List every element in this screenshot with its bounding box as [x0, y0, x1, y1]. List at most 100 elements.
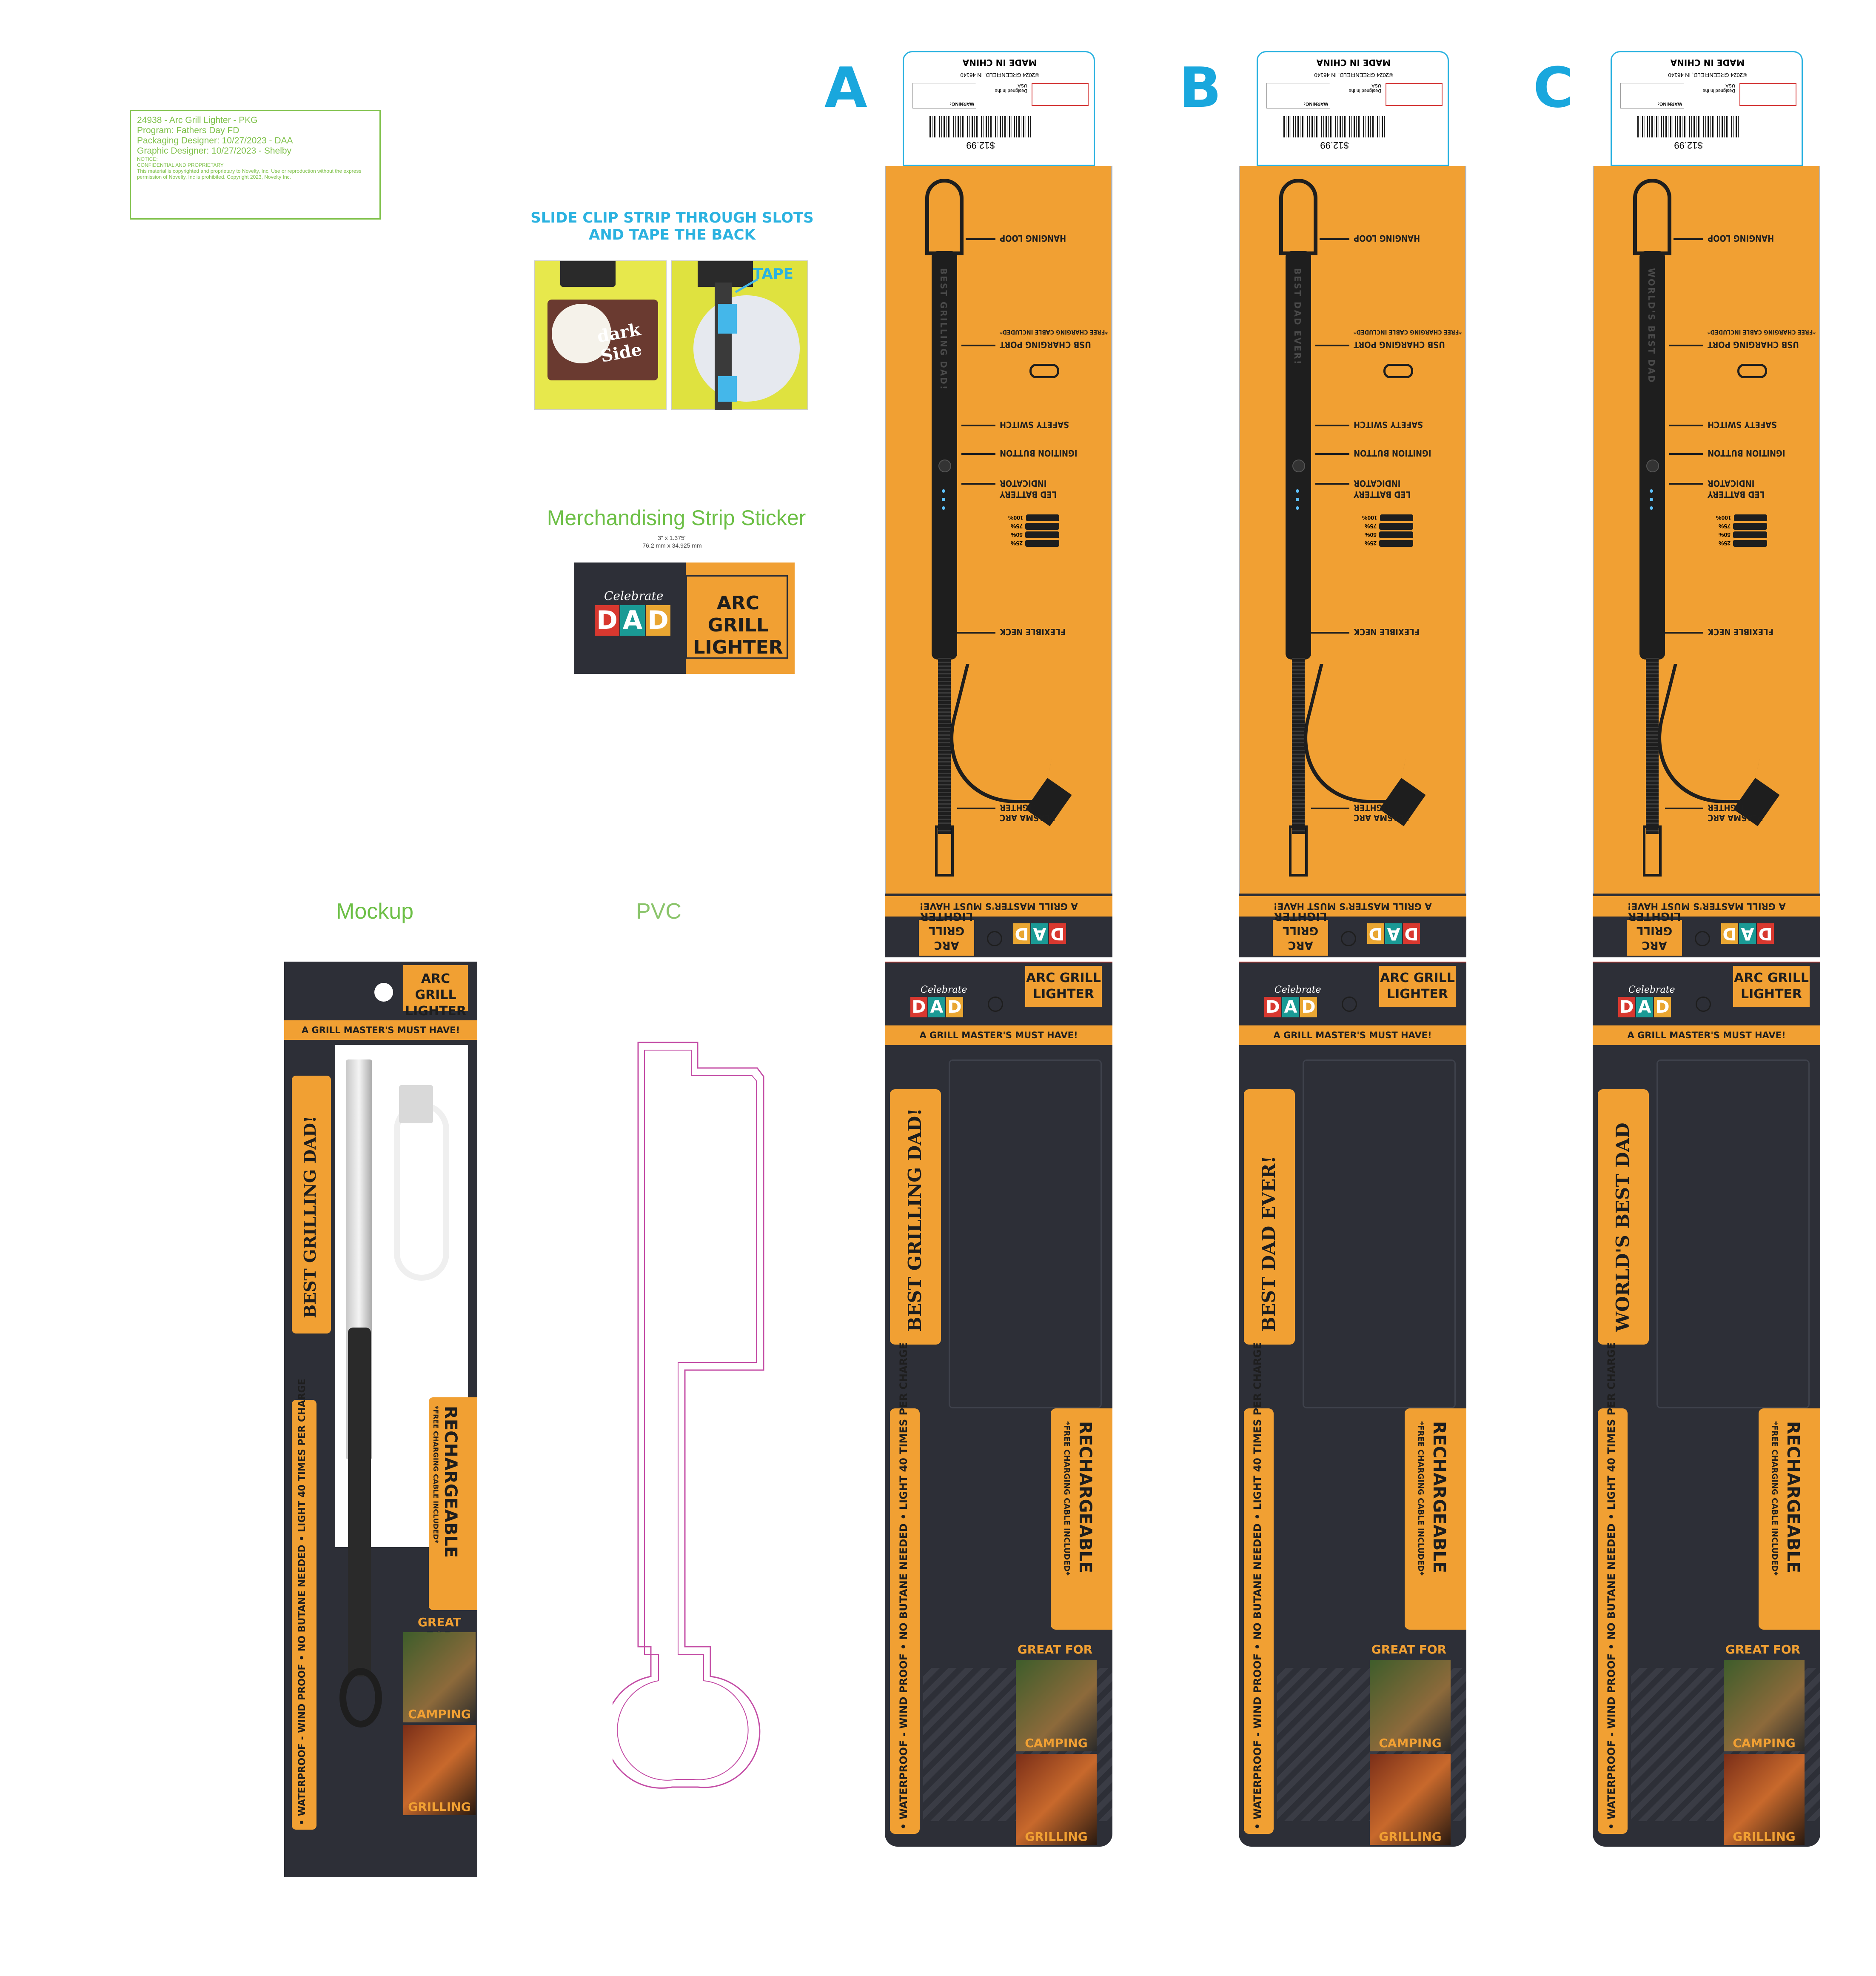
front-hang-hole	[988, 997, 1003, 1012]
must-have-strip: A GRILL MASTER'S MUST HAVE!	[885, 1025, 1112, 1045]
warning-box: WARNING:	[1266, 83, 1330, 109]
callout-line-ignition	[961, 453, 995, 455]
callout-line-ignition	[1669, 453, 1703, 455]
led-3	[1650, 506, 1653, 510]
hang-tab: MADE IN CHINA ©2024 GREENFIELD, IN 46140…	[903, 51, 1095, 166]
dad-flipped-letter-1: D	[1403, 923, 1420, 944]
hang-tab: MADE IN CHINA ©2024 GREENFIELD, IN 46140…	[1257, 51, 1449, 166]
package-column-b: MADE IN CHINA ©2024 GREENFIELD, IN 46140…	[1239, 51, 1466, 1847]
callout-hanging-loop: HANGING LOOP	[1708, 233, 1774, 243]
flag-box	[1739, 83, 1796, 106]
front-hang-hole	[1696, 997, 1711, 1012]
battery-level-3: 50%	[1718, 531, 1731, 538]
warning-box: WARNING:	[912, 83, 976, 109]
sticker-product-line-1: ARC GRILL	[707, 592, 769, 636]
camping-label: CAMPING	[1733, 1736, 1796, 1750]
mockup-lighter-body	[348, 1328, 371, 1676]
price-label: $12.99	[966, 140, 995, 151]
callout-plasma-arc: PLASMA ARC	[1708, 813, 1763, 823]
callout-flexible-neck: FLEXIBLE NECK	[1000, 627, 1066, 637]
logo-box-flipped: ARC GRILL LIGHTER	[1273, 910, 1328, 956]
callout-line-usb	[961, 345, 995, 346]
rechargeable-text: RECHARGEABLE	[1429, 1421, 1449, 1573]
callout-hanging-loop: HANGING LOOP	[1354, 233, 1420, 243]
designed-label: Designed in the USA	[995, 83, 1027, 93]
callout-lighter: LIGHTER	[1000, 802, 1037, 813]
barcode	[1283, 116, 1386, 137]
diagram-engraving: WORLD'S BEST DAD	[1646, 268, 1656, 384]
callout-line-loop	[1320, 238, 1349, 240]
hang-hole-flipped	[987, 931, 1002, 946]
sticker-dim-1: 3" x 1.375"	[658, 534, 687, 541]
diagram-flexible-neck	[1292, 655, 1305, 834]
diagram-flexible-neck	[1646, 655, 1659, 834]
callout-indicator: INDICATOR	[1354, 478, 1401, 488]
rechargeable-panel: RECHARGEABLE *FREE CHARGING CABLE INCLUD…	[1051, 1408, 1112, 1630]
must-have-strip: A GRILL MASTER'S MUST HAVE!	[1593, 1025, 1820, 1045]
notice-label: NOTICE:	[137, 156, 158, 162]
tagline-panel: WORLD'S BEST DAD	[1598, 1089, 1649, 1345]
callout-flexible-neck: FLEXIBLE NECK	[1354, 627, 1420, 637]
made-in-label: MADE IN CHINA	[1670, 57, 1745, 68]
free-cable-text: *FREE CHARGING CABLE INCLUDED*	[1416, 1421, 1425, 1576]
battery-level-4: 25%	[1010, 540, 1023, 547]
dad-letter-1: D	[1264, 997, 1281, 1017]
dad-letter-2: A	[1636, 997, 1653, 1017]
sticker-frame	[686, 575, 788, 659]
address-label: ©2024 GREENFIELD, IN 46140	[960, 72, 1039, 78]
orange-back-panel	[885, 166, 1112, 894]
mockup-camping-label: CAMPING	[408, 1707, 471, 1721]
column-letter-a: A	[824, 55, 867, 120]
callout-safety-switch: SAFETY SWITCH	[1708, 420, 1777, 430]
panel-fold-lines	[1593, 166, 1820, 894]
diagram-arc-tip	[935, 825, 954, 877]
dad-flipped-letter-3: D	[1013, 923, 1030, 944]
window-cutout-outline	[949, 1059, 1102, 1408]
callout-led-battery: LED BATTERY	[1354, 489, 1411, 500]
logo-flipped-line-2: LIGHTER	[1628, 910, 1681, 922]
dad-flipped-letter-2: A	[1031, 923, 1048, 944]
mockup-free-cable: *FREE CHARGING CABLE INCLUDED*	[432, 1406, 440, 1543]
great-for-label: GREAT FOR	[1371, 1642, 1447, 1656]
callout-ignition-button: IGNITION BUTTON	[1354, 448, 1431, 458]
callout-line-led	[1669, 483, 1703, 485]
callout-free-cable: *FREE CHARGING CABLE INCLUDED*	[1708, 328, 1816, 335]
dad-letter-2: A	[928, 997, 945, 1017]
instruction-line-1: SLIDE CLIP STRIP THROUGH SLOTS	[530, 209, 814, 226]
dad-flipped-letter-3: D	[1367, 923, 1384, 944]
column-letter-c: C	[1533, 55, 1574, 120]
sticker-dim-2: 76.2 mm x 34.925 mm	[642, 542, 702, 549]
battery-level-2: 75%	[1364, 523, 1377, 530]
logo-flipped-line-1: ARC GRILL	[928, 924, 965, 951]
mockup-camping-photo: CAMPING	[403, 1632, 476, 1722]
diagram-lighter-body: WORLD'S BEST DAD	[1639, 251, 1665, 660]
sample-circle	[552, 304, 611, 363]
spec-line-4: Graphic Designer: 10/27/2023 - Shelby	[137, 146, 292, 156]
callout-ignition-button: IGNITION BUTTON	[1708, 448, 1785, 458]
notice-text: This material is copyrighted and proprie…	[137, 168, 362, 180]
tagline-text: WORLD'S BEST DAD	[1612, 1122, 1633, 1332]
package-column-a: MADE IN CHINA ©2024 GREENFIELD, IN 46140…	[885, 51, 1112, 1847]
features-text: • WATERPROOF - WIND PROOF • NO BUTANE NE…	[1252, 1342, 1263, 1830]
battery-level-3: 50%	[1364, 531, 1377, 538]
front-logo-box: ARC GRILL LIGHTER	[1379, 966, 1456, 1007]
instruction-text: SLIDE CLIP STRIP THROUGH SLOTS AND TAPE …	[502, 209, 842, 243]
sample-back-circle	[693, 295, 800, 402]
features-panel: • WATERPROOF - WIND PROOF • NO BUTANE NE…	[890, 1342, 920, 1834]
led-2	[1650, 498, 1653, 501]
pvc-label: PVC	[636, 899, 681, 924]
camping-label: CAMPING	[1379, 1736, 1442, 1750]
pvc-outline	[613, 1042, 764, 1789]
window-cutout-outline	[1303, 1059, 1456, 1408]
warning-label: WARNING:	[1658, 101, 1682, 106]
callout-line-arc	[1665, 808, 1703, 809]
designed-label: Designed in the USA	[1702, 83, 1735, 93]
diagram-arc-tip	[1289, 825, 1308, 877]
callout-safety-switch: SAFETY SWITCH	[1000, 420, 1069, 430]
callout-line-arc	[957, 808, 995, 809]
dad-flipped-letter-1: D	[1049, 923, 1066, 944]
callout-led-battery: LED BATTERY	[1708, 489, 1765, 500]
sticker-title: Merchandising Strip Sticker	[547, 506, 806, 530]
battery-level-1: 100%	[1362, 514, 1377, 521]
